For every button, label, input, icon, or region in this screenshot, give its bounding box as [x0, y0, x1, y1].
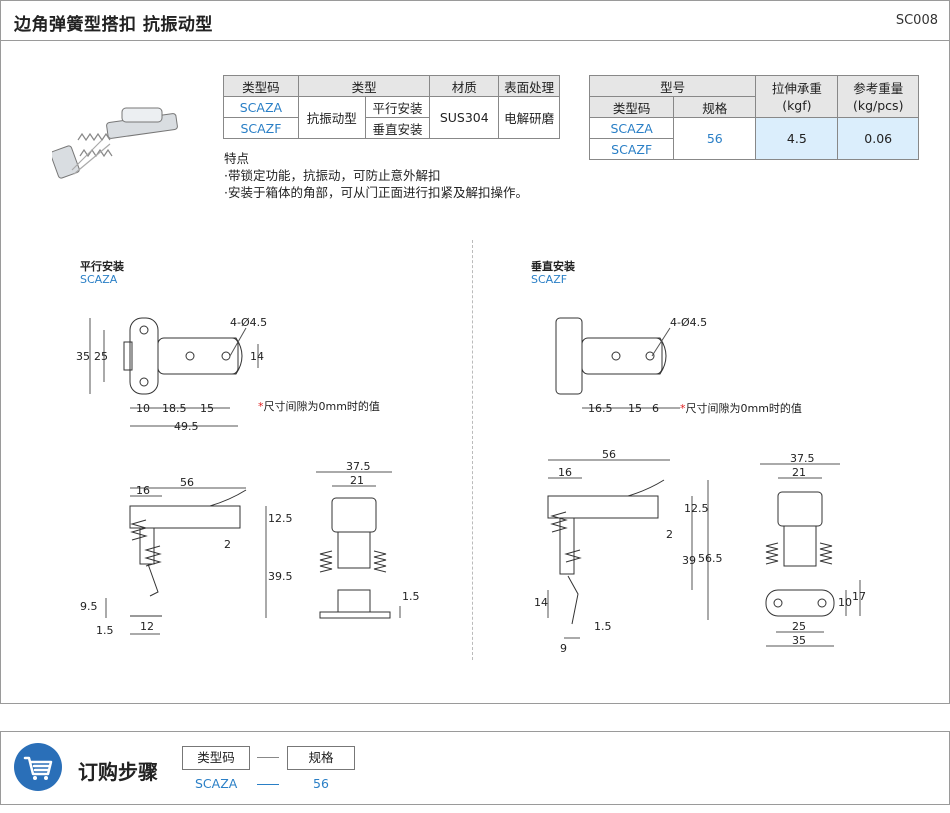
dim-r-39: 39: [682, 554, 696, 567]
drawing-divider: [472, 240, 473, 660]
surface-value: 电解研磨: [498, 96, 560, 139]
type-main: 抗振动型: [297, 96, 366, 139]
left-note: *尺寸间隙为0mm时的值: [258, 400, 380, 413]
dim-1-5: 1.5: [96, 624, 114, 637]
right-note-text: 尺寸间隙为0mm时的值: [685, 402, 802, 415]
hole-label-left: 4-Ø4.5: [230, 316, 267, 329]
dim-r-16: 16: [558, 466, 572, 479]
dim-r-21: 21: [792, 466, 806, 479]
dim-r-2: 2: [666, 528, 673, 541]
left-technical-drawing: 35 25 14 10 18.5 15 49.5 4-Ø4.5 56 16 12…: [76, 316, 420, 637]
right-drawing-title: 垂直安装: [531, 260, 575, 273]
order-value-code: SCAZA: [195, 776, 238, 791]
order-title: 订购步骤: [78, 760, 158, 784]
order-box-type-code: 类型码: [182, 746, 250, 770]
catalog-code: SC008: [895, 13, 938, 28]
th-load-unit: (kgf): [782, 97, 812, 113]
order-value-spec: 56: [313, 776, 329, 791]
title-divider: [0, 40, 950, 41]
left-drawing-title: 平行安装: [80, 260, 124, 273]
model-code-scazf: SCAZF: [588, 138, 675, 160]
product-photo: [52, 107, 178, 179]
type-parallel: 平行安装: [364, 96, 431, 118]
right-note: *尺寸间隙为0mm时的值: [680, 402, 802, 415]
left-note-text: 尺寸间隙为0mm时的值: [263, 400, 380, 413]
dim-10: 10: [136, 402, 150, 415]
order-connector: [257, 757, 279, 758]
th-weight-unit: (kg/pcs): [852, 97, 904, 113]
dim-r-1-5: 1.5: [594, 620, 612, 633]
dim-49-5: 49.5: [174, 420, 199, 433]
weight-value: 0.06: [837, 117, 919, 160]
features-block: 特点 ·带锁定功能，抗振动，可防止意外解扣 ·安装于箱体的角部，可从门正面进行扣…: [224, 150, 528, 201]
dim-37-5: 37.5: [346, 460, 371, 473]
th-surface: 表面处理: [498, 75, 560, 97]
dim-r-14: 14: [534, 596, 548, 609]
feature-item-2: ·安装于箱体的角部，可从门正面进行扣紧及解扣操作。: [224, 185, 528, 200]
material-value: SUS304: [429, 96, 500, 139]
order-box-spec: 规格: [287, 746, 355, 770]
spec-value: 56: [673, 117, 757, 160]
dim-r-37-5: 37.5: [790, 452, 815, 465]
th-load: 拉伸承重 (kgf): [755, 75, 839, 118]
dim-r-35: 35: [792, 634, 806, 647]
dim-r-10: 10: [838, 596, 852, 609]
dim-r-6: 6: [652, 402, 659, 415]
left-drawing-code: SCAZA: [80, 273, 118, 286]
right-drawing-code: SCAZF: [531, 273, 568, 286]
th-type: 类型: [297, 75, 431, 97]
model-code-scaza: SCAZA: [588, 117, 675, 139]
load-value: 4.5: [755, 117, 839, 160]
th-weight-label: 参考重量: [853, 80, 904, 96]
page-title: 边角弹簧型搭扣 抗振动型: [14, 15, 213, 35]
dim-2: 2: [224, 538, 231, 551]
dim-18-5: 18.5: [162, 402, 187, 415]
dim-56: 56: [180, 476, 194, 489]
th-type-code: 类型码: [223, 75, 299, 97]
hole-label-right: 4-Ø4.5: [670, 316, 707, 329]
th-model: 型号: [588, 75, 757, 97]
dim-9-5: 9.5: [80, 600, 98, 613]
cart-icon: [14, 743, 62, 791]
dim-14: 14: [250, 350, 264, 363]
dim-35: 35: [76, 350, 90, 363]
th-load-label: 拉伸承重: [771, 80, 822, 96]
dim-r-56-5: 56.5: [698, 552, 723, 565]
dim-r-17: 17: [852, 590, 866, 603]
dim-r-16-5: 16.5: [588, 402, 613, 415]
code-scazf: SCAZF: [223, 117, 299, 139]
code-scaza: SCAZA: [223, 96, 299, 118]
dim-front-1-5: 1.5: [402, 590, 420, 603]
th-model-code: 类型码: [588, 96, 675, 118]
th-material: 材质: [429, 75, 500, 97]
dim-21: 21: [350, 474, 364, 487]
model-table: 型号 拉伸承重 (kgf) 参考重量 (kg/pcs) 类型码 规格 SCAZA…: [588, 75, 919, 160]
type-table: 类型码 类型 材质 表面处理 SCAZA 抗振动型 平行安装 SUS304 电解…: [223, 75, 560, 139]
dim-r-25: 25: [792, 620, 806, 633]
dim-16: 16: [136, 484, 150, 497]
th-spec: 规格: [673, 96, 757, 118]
dim-12-5: 12.5: [268, 512, 293, 525]
order-value-connector: [257, 784, 279, 785]
features-title: 特点: [224, 151, 250, 166]
feature-item-1: ·带锁定功能，抗振动，可防止意外解扣: [224, 168, 441, 183]
dim-r-15: 15: [628, 402, 642, 415]
dim-r-12-5: 12.5: [684, 502, 709, 515]
right-technical-drawing: 4-Ø4.5 16.5 15 6 56 16 12.5 2 39 56.5 14…: [534, 316, 866, 655]
type-vertical: 垂直安装: [364, 117, 431, 139]
dim-12: 12: [140, 620, 154, 633]
dim-r-56: 56: [602, 448, 616, 461]
th-weight: 参考重量 (kg/pcs): [837, 75, 919, 118]
dim-r-9: 9: [560, 642, 567, 655]
dim-39-5: 39.5: [268, 570, 293, 583]
dim-15: 15: [200, 402, 214, 415]
dim-25: 25: [94, 350, 108, 363]
